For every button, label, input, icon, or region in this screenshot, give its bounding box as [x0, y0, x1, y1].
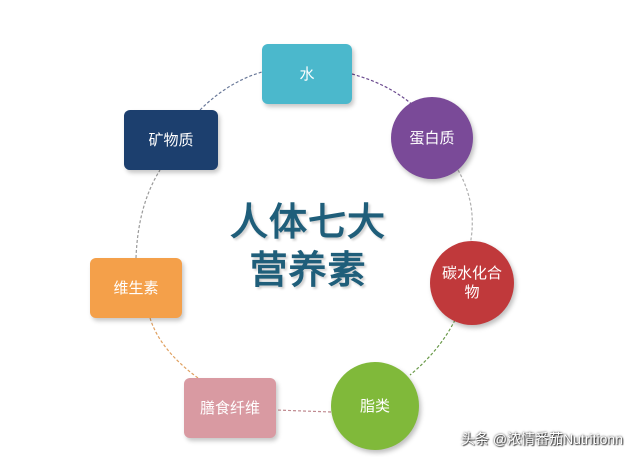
- connector-vitamin-mineral: [135, 169, 161, 259]
- node-carbohydrate-label: 碳水化合物: [441, 264, 502, 301]
- center-title-line1: 人体七大: [229, 199, 386, 244]
- connector-fat-fiber: [275, 409, 332, 413]
- node-mineral-label: 矿物质: [148, 130, 194, 149]
- connector-carb-fat: [409, 319, 456, 376]
- node-water-label: 水: [299, 64, 315, 83]
- node-mineral: 矿物质: [124, 110, 218, 170]
- watermark: 头条 @浓情番茄Nutritionn: [460, 431, 623, 447]
- node-dietary-fiber-label: 膳食纤维: [199, 398, 260, 417]
- node-protein: 蛋白质: [391, 97, 473, 179]
- node-vitamin: 维生素: [90, 258, 182, 318]
- center-title-line2: 营养素: [249, 247, 367, 292]
- connector-mineral-water: [199, 71, 263, 111]
- node-carbohydrate: 碳水化合物: [430, 241, 514, 325]
- node-dietary-fiber: 膳食纤维: [184, 378, 276, 438]
- center-title: 人体七大 营养素: [198, 198, 418, 294]
- node-protein-label: 蛋白质: [409, 128, 455, 147]
- node-water: 水: [262, 44, 352, 104]
- connector-protein-carb: [457, 169, 473, 246]
- connector-fiber-vitamin: [149, 317, 199, 379]
- node-fat-label: 脂类: [359, 396, 390, 415]
- node-fat: 脂类: [331, 362, 419, 450]
- node-vitamin-label: 维生素: [113, 278, 159, 297]
